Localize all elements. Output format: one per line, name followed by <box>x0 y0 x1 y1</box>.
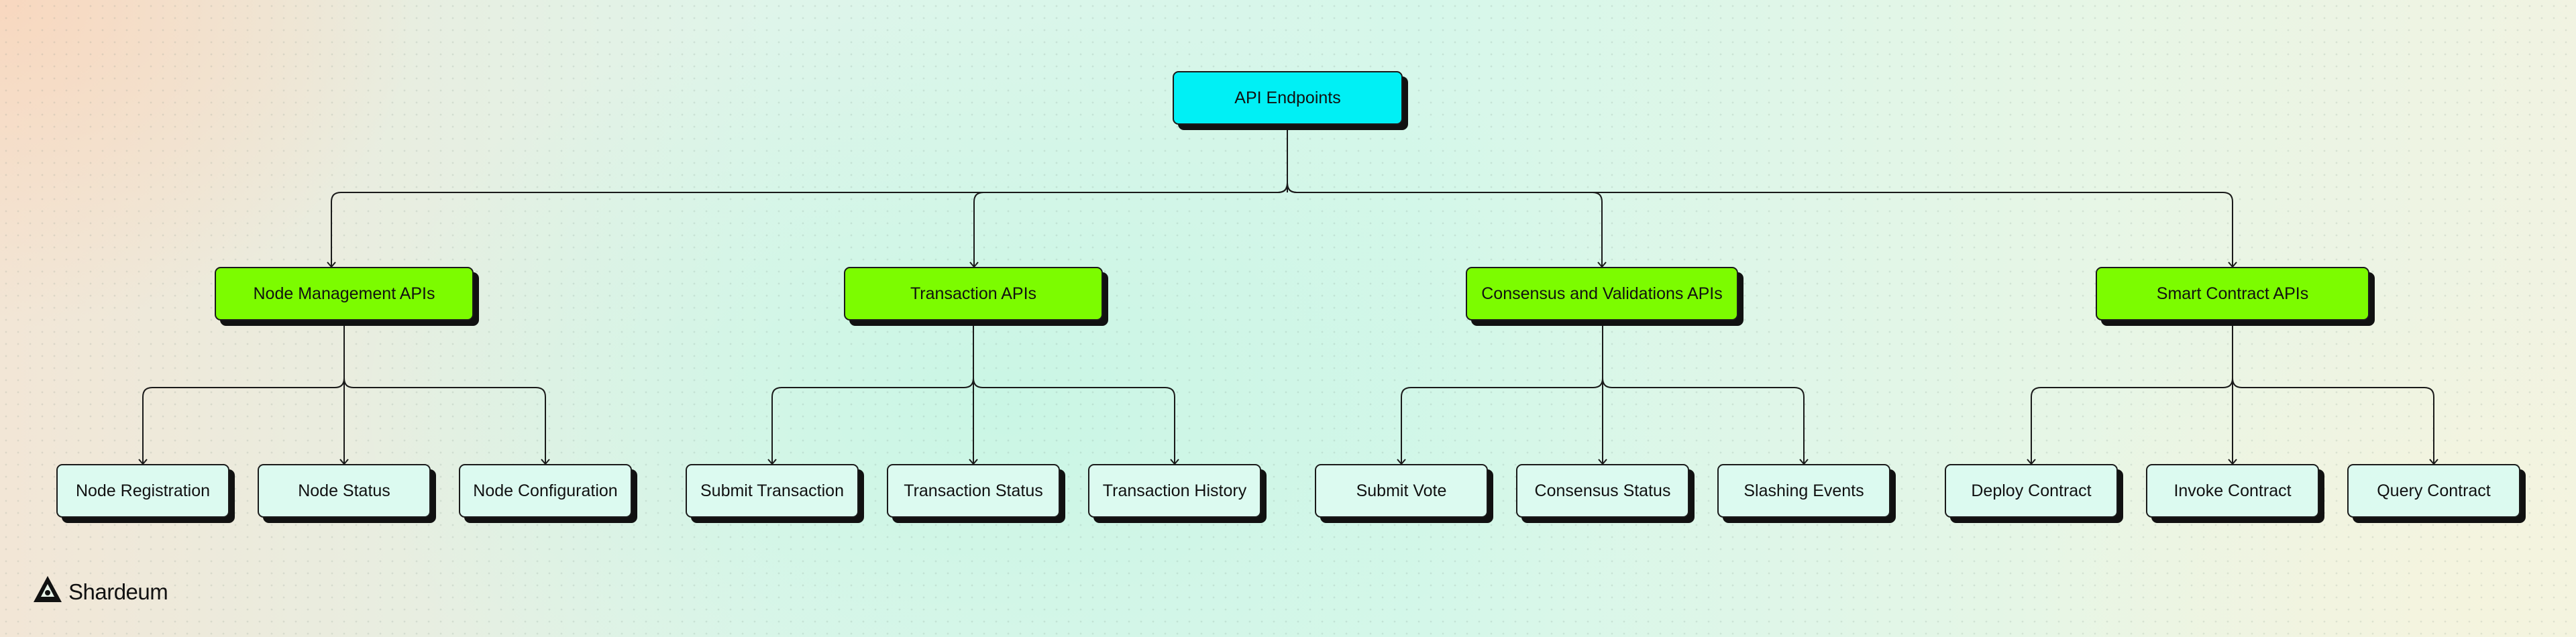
category-label: Node Management APIs <box>253 284 435 303</box>
root-connector-3 <box>1287 182 2237 268</box>
leaf-node-slashing-events[interactable]: Slashing Events <box>1717 464 1890 518</box>
root-connector-1 <box>969 182 1288 268</box>
cat0-connector-2 <box>343 378 550 465</box>
leaf-label: Consensus Status <box>1534 481 1671 500</box>
leaf-node-query-contract[interactable]: Query Contract <box>2347 464 2520 518</box>
leaf-label: Deploy Contract <box>1971 481 2092 500</box>
leaf-node-transaction-status[interactable]: Transaction Status <box>887 464 1060 518</box>
leaf-node-consensus-status[interactable]: Consensus Status <box>1516 464 1689 518</box>
leaf-label: Submit Vote <box>1356 481 1447 500</box>
cat2-connector-0 <box>1397 378 1603 465</box>
leaf-label: Node Registration <box>75 481 211 500</box>
leaf-node-invoke-contract[interactable]: Invoke Contract <box>2146 464 2319 518</box>
leaf-label: Node Configuration <box>473 481 618 500</box>
leaf-node-submit-vote[interactable]: Submit Vote <box>1315 464 1488 518</box>
category-label: Consensus and Validations APIs <box>1481 284 1723 303</box>
leaf-node-node-registration[interactable]: Node Registration <box>56 464 229 518</box>
leaf-node-transaction-history[interactable]: Transaction History <box>1088 464 1261 518</box>
leaf-label: Submit Transaction <box>700 481 844 500</box>
root-label: API Endpoints <box>1234 88 1341 107</box>
leaf-label: Invoke Contract <box>2174 481 2292 500</box>
cat0-connector-0 <box>138 378 345 465</box>
cat1-connector-2 <box>973 378 1179 465</box>
leaf-label: Slashing Events <box>1743 481 1864 500</box>
category-node-smart-contract[interactable]: Smart Contract APIs <box>2096 267 2369 321</box>
category-node-node-management[interactable]: Node Management APIs <box>215 267 474 321</box>
cat2-connector-2 <box>1602 378 1809 465</box>
leaf-node-node-status[interactable]: Node Status <box>258 464 431 518</box>
cat1-connector-0 <box>767 378 974 465</box>
leaf-label: Transaction Status <box>904 481 1043 500</box>
leaf-node-deploy-contract[interactable]: Deploy Contract <box>1945 464 2118 518</box>
leaf-node-node-configuration[interactable]: Node Configuration <box>459 464 632 518</box>
leaf-label: Transaction History <box>1102 481 1247 500</box>
shardeum-logo-icon <box>32 574 63 610</box>
category-node-transaction[interactable]: Transaction APIs <box>844 267 1103 321</box>
leaf-node-submit-transaction[interactable]: Submit Transaction <box>686 464 859 518</box>
root-connector-0 <box>327 182 1288 268</box>
cat3-connector-2 <box>2232 378 2438 465</box>
cat3-connector-0 <box>2027 378 2233 465</box>
category-node-consensus[interactable]: Consensus and Validations APIs <box>1466 267 1738 321</box>
root-node[interactable]: API Endpoints <box>1173 71 1403 125</box>
category-label: Transaction APIs <box>910 284 1037 303</box>
category-label: Smart Contract APIs <box>2156 284 2309 303</box>
brand-name: Shardeum <box>68 579 168 604</box>
brand-logo: Shardeum <box>32 574 168 610</box>
root-connector-2 <box>1287 182 1607 268</box>
leaf-label: Query Contract <box>2377 481 2491 500</box>
leaf-label: Node Status <box>298 481 390 500</box>
